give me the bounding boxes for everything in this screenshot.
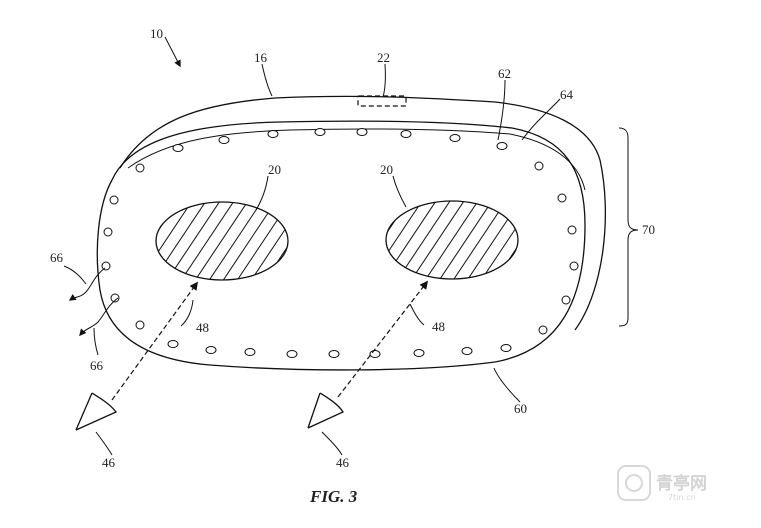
label-light-lower-66: 66 <box>90 358 104 373</box>
label-light-upper-66: 66 <box>50 250 64 265</box>
watermark-badge-icon <box>617 465 651 501</box>
component-22-outline <box>357 95 407 107</box>
eye-right-icon <box>307 392 344 429</box>
optical-path-right <box>337 280 429 398</box>
inner-rim <box>127 128 586 191</box>
eye-left-icon <box>75 392 118 431</box>
outer-shell <box>119 95 607 331</box>
label-device-10: 10 <box>150 26 163 41</box>
left-lens <box>155 201 289 281</box>
light-ray-upper <box>68 267 106 301</box>
label-face-64: 64 <box>560 87 574 102</box>
figure-caption: FIG. 3 <box>309 487 358 506</box>
label-lens-right-20: 20 <box>380 162 393 177</box>
label-depth-70: 70 <box>642 222 655 237</box>
light-ray-lower <box>79 297 119 337</box>
watermark-brand: 青亭网 <box>656 473 707 494</box>
label-gasket-60: 60 <box>514 401 527 416</box>
perimeter-holes <box>101 128 579 358</box>
leader-lines <box>63 36 561 456</box>
depth-bracket <box>618 127 639 327</box>
label-component-22: 22 <box>377 50 390 65</box>
label-path-right-48: 48 <box>432 319 445 334</box>
label-rim-62: 62 <box>498 66 511 81</box>
label-eye-right-46: 46 <box>336 455 350 470</box>
optical-path-left <box>111 281 198 401</box>
label-eye-left-46: 46 <box>102 455 116 470</box>
label-shell-16: 16 <box>254 50 268 65</box>
label-path-left-48: 48 <box>196 320 209 335</box>
right-lens <box>385 200 519 280</box>
gasket-outline <box>96 120 586 371</box>
label-lens-left-20: 20 <box>268 162 281 177</box>
watermark-url: 7tin.cn <box>668 493 696 502</box>
watermark: 青亭网 7tin.cn <box>617 465 707 502</box>
